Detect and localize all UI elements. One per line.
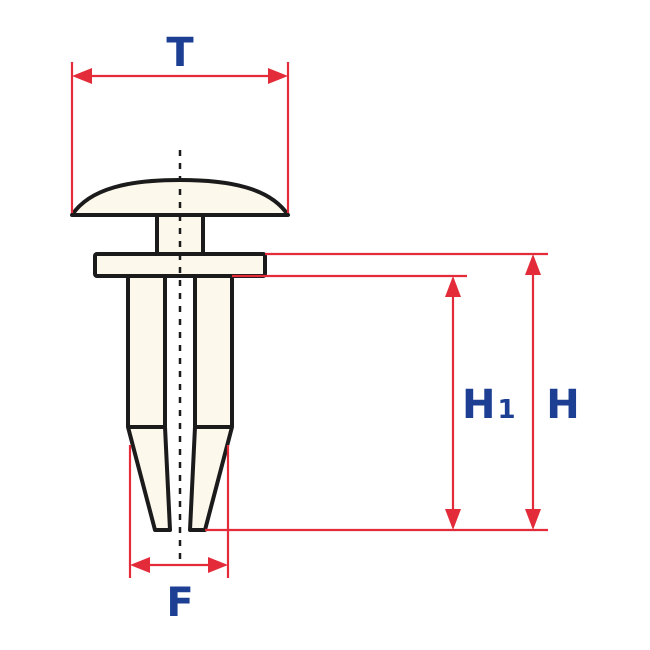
- rivet-head: [70, 178, 290, 217]
- arrowhead-f-left: [130, 557, 150, 573]
- label-h1: H1: [462, 382, 516, 428]
- arrowhead-h-top: [525, 254, 541, 275]
- dimension-h1: H1: [232, 274, 516, 530]
- arrowhead-h1-top: [445, 276, 461, 297]
- label-h1-subscript: 1: [497, 395, 515, 425]
- arrowhead-t-right: [268, 68, 288, 84]
- arrowhead-h-bottom: [525, 509, 541, 530]
- left-leg: [126, 274, 172, 532]
- label-f: F: [166, 580, 193, 626]
- arrowhead-t-left: [72, 68, 92, 84]
- dimension-t: T: [70, 30, 290, 213]
- right-leg: [188, 274, 234, 532]
- label-h1-main: H: [462, 382, 495, 428]
- dimension-f: F: [128, 445, 230, 626]
- label-t: T: [166, 30, 194, 76]
- label-h: H: [546, 382, 579, 428]
- dimension-h: H: [205, 252, 580, 532]
- arrowhead-h1-bottom: [445, 509, 461, 530]
- arrowhead-f-right: [208, 557, 228, 573]
- rivet-clip-part: [70, 150, 290, 562]
